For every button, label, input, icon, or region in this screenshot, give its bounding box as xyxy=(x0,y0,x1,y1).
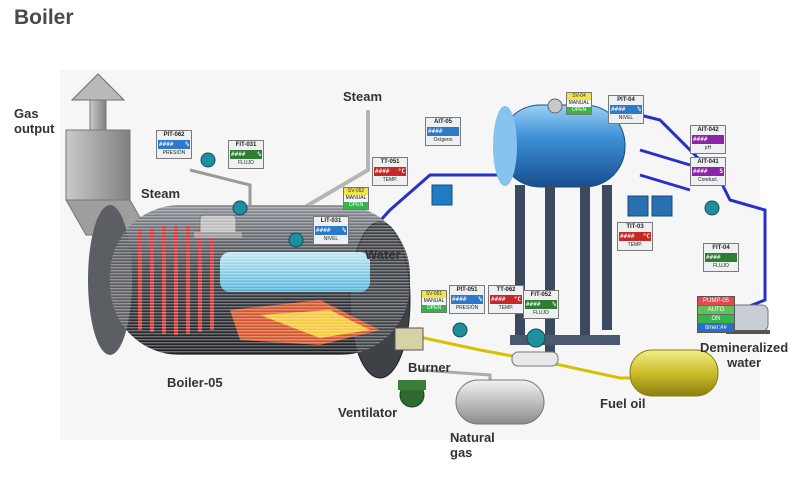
sv-052-control[interactable]: SV-052 MANUAL OPEN xyxy=(343,187,369,210)
conductivity-analyzer xyxy=(651,195,673,217)
burner xyxy=(394,327,424,351)
fit-031-tag[interactable]: FIT-031 ####% FLUJO xyxy=(228,140,264,169)
ait-05-tag[interactable]: AIT-05 #### Oxígeno xyxy=(425,117,461,146)
burner-label: Burner xyxy=(408,360,451,375)
pit-062-tag[interactable]: PIT-062 ####% PRESIÓN xyxy=(156,130,192,159)
fuel-flow-meter xyxy=(511,351,559,367)
demineralized-water-label: Demineralized water xyxy=(700,340,789,370)
oxygen-analyzer xyxy=(431,184,453,206)
sv-051-control[interactable]: SV-051 MANUAL OPEN xyxy=(421,290,447,313)
natural-gas-tank xyxy=(455,379,545,425)
deaerator-tank xyxy=(493,98,626,360)
steam-pipe-left xyxy=(189,168,252,210)
fit-052-tag[interactable]: FIT-052 ####% FLUJO xyxy=(523,290,559,319)
steam-top-label: Steam xyxy=(343,89,383,104)
natural-gas-label: Natural gas xyxy=(450,430,495,460)
tit-03-tag[interactable]: TIT-03 ####°C TEMP. xyxy=(617,222,653,251)
pit-051-sensor xyxy=(452,322,468,338)
pit-051-tag[interactable]: PIT-051 ####% PRESIÓN xyxy=(449,285,485,314)
pump-05-control[interactable]: PUMP-05 AUTO ON timer:## xyxy=(697,296,735,333)
ait-042-tag[interactable]: AIT-042 #### pH xyxy=(690,125,726,154)
lit-031-tag[interactable]: LIT-031 ####% NIVEL xyxy=(313,216,349,245)
lit-031-sensor xyxy=(288,232,304,248)
fit-04-tag[interactable]: FIT-04 #### FLUJO xyxy=(703,243,739,272)
boiler-label: Boiler-05 xyxy=(167,375,223,390)
ait-041-tag[interactable]: AIT-041 ####S Conduct. xyxy=(690,157,726,186)
fit-052-sensor xyxy=(526,328,546,348)
sv-04-control[interactable]: SV-04 MANUAL OPEN xyxy=(566,92,592,115)
page-title: Boiler xyxy=(14,6,74,29)
ventilator-label: Ventilator xyxy=(338,405,398,420)
fit-04-sensor xyxy=(704,200,720,216)
gas-output-label: Gas output xyxy=(14,106,55,136)
water-label: Water xyxy=(365,247,401,262)
tt-051-tag[interactable]: TT-051 ####°C TEMP. xyxy=(372,157,408,186)
fit-031-sensor xyxy=(232,200,248,216)
ph-analyzer xyxy=(627,195,649,217)
pit-04-tag[interactable]: PIT-04 ####% NIVEL xyxy=(608,95,644,124)
chimney xyxy=(65,73,151,236)
fuel-oil-label: Fuel oil xyxy=(600,396,646,411)
steam-left-label: Steam xyxy=(141,186,181,201)
tt-062-tag[interactable]: TT-062 ####°C TEMP. xyxy=(488,285,524,314)
fuel-oil-tank xyxy=(629,349,719,397)
pit-062-sensor xyxy=(200,152,216,168)
